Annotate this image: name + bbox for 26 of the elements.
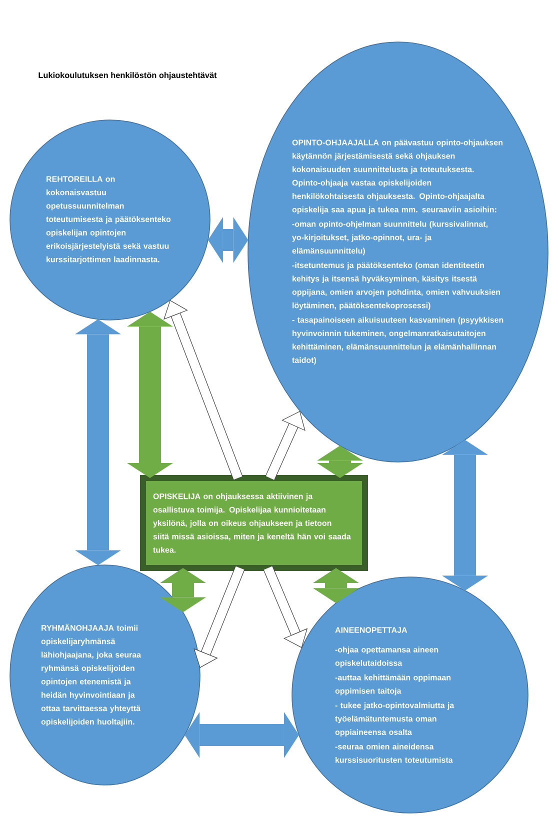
double-arrow	[208, 217, 248, 263]
list-item: -oman opinto-ohjelman suunnittelu (kurssivalinnat, yo-kirjoitukset, jatko-opinnot, ura- ja elämänsuunnittelu)	[292, 220, 488, 256]
list-item: -ohjaa opettamansa aineen opiskelutaidoissa	[335, 646, 438, 668]
text-box: OPISKELIJA on ohjauksessa aktiivinen ja osallistuva toimija. Opiskelijaa kunnioitetaan yksilönä, jolla on oikeus ohjaukseen ja tietoon siitä missä asioissa, miten ja keneltä hän voi saada tukea.	[140, 475, 368, 571]
node-text: OPINTO-OHJAAJALLA on päävastuu opinto-ohjauksen käytännön järjestämisestä sekä ohjauksen kokonaisuuden suunnittelusta ja toteutuksesta. Opinto-ohjaaja vastaa opiskelijoiden henkilökohtaisesta ohjauksesta. Opinto-ohjaajalta opiskelija saa apua ja tukea mm. seuraaviin asioihin:	[292, 139, 502, 214]
double-arrow	[442, 440, 488, 591]
list-item: - tukee jatko-opintovalmiutta ja työelämätuntemusta oman oppiaineensa osalta	[335, 702, 454, 737]
double-arrow	[160, 568, 206, 612]
list-item: - tasapainoiseen aikuisuuteen kasvaminen (psyykkisen hyvinvoinnin tukeminen, ongelmanratkaisutaitojen kehittäminen, elämänsuunnittelun ja elämänhallinnan taidot)	[292, 316, 504, 365]
double-arrow	[127, 312, 173, 478]
circle-node	[292, 576, 528, 814]
arrow	[263, 566, 308, 648]
node-text: AINEENOPETTAJA	[335, 627, 408, 633]
title: Lukiokoulutuksen henkilöstön ohjaustehtävät	[38, 72, 217, 80]
list-item: -seuraa omien aineidensa kurssisuoritusten toteutumista	[335, 744, 453, 763]
ellipse-node	[248, 42, 548, 462]
circle-node: REHTOREILLA on kokonaisvastuu opetussuunnitelman toteutumisesta ja päätöksenteko opiskelijan opintojen erikoisjärjestelyistä sekä vastuu kurssitarjottimen laadinnasta.	[10, 120, 210, 320]
arrow	[164, 300, 243, 480]
double-arrow	[184, 712, 299, 758]
double-arrow	[317, 446, 363, 478]
double-arrow	[313, 568, 359, 604]
double-arrow	[75, 319, 121, 566]
arrow	[194, 566, 245, 668]
list-item: -auttaa kehittämään oppimaan oppimisen taitoja	[335, 674, 451, 696]
list-item: -itsetuntemus ja päätöksenteko (oman identiteetin kehitys ja itsensä hyväksyminen, käsitys itsestä oppijana, omien arvojen pohdinta, omien vahvuuksien löytäminen, päätöksentekoprosessi)	[292, 262, 500, 310]
circle-node: RYHMÄNOHJAAJA toimii opiskelijaryhmänsä lähiohjaajana, joka seuraa ryhmänsä opiskelijoiden opintojen etenemistä ja heidän hyvinvointiaan ja ottaa tarvittaessa yhteyttä opiskelijoiden huoltajiin.	[10, 564, 200, 786]
